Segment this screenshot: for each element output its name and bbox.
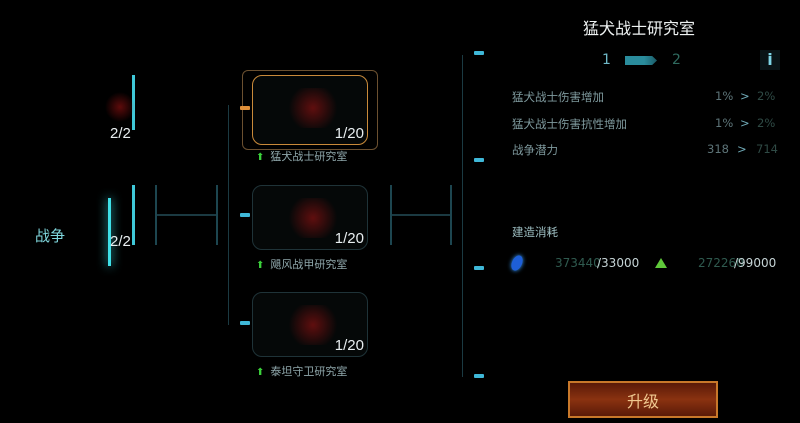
stat-arrow: > [740, 116, 750, 130]
output-connector-icon [474, 266, 484, 270]
upgrade-arrow-icon: ⬆ [256, 367, 265, 378]
node-name: ⬆ 泰坦守卫研究室 [256, 363, 347, 379]
output-connector-icon [474, 158, 484, 162]
titan-unit-image [278, 305, 348, 345]
cost-need: /99000 [734, 256, 777, 270]
stat-arrow: > [740, 89, 750, 103]
left-node-3[interactable] [105, 295, 135, 350]
cost-title: 建造消耗 [512, 225, 558, 239]
connector-right-h [392, 214, 452, 216]
hurricane-unit-image [278, 198, 348, 238]
cost-have: 373440 [555, 256, 601, 270]
stat-from: 318 [707, 142, 729, 156]
node-level: 1/20 [334, 337, 364, 354]
connector-left-h [157, 214, 217, 216]
left-node-2-level: 2/2 [110, 233, 131, 250]
node-name: ⬆ 飓风战甲研究室 [256, 256, 347, 272]
input-connector-icon [240, 321, 250, 325]
upgrade-button-label: 升级 [626, 391, 659, 411]
connector-left [155, 185, 157, 245]
node-name-text: 猛犬战士研究室 [270, 150, 348, 163]
mastiff-unit-image [278, 88, 348, 128]
category-war-label[interactable]: 战争 [35, 227, 66, 245]
selection-frame [242, 70, 378, 150]
level-arrow-icon [625, 56, 657, 65]
stat-to: 714 [756, 142, 778, 156]
stat-arrow: > [737, 142, 747, 156]
node-level: 1/20 [334, 230, 364, 247]
node-name-text: 飓风战甲研究室 [270, 258, 348, 271]
upgrade-arrow-icon: ⬆ [256, 152, 265, 163]
stat-label: 猛犬战士伤害抗性增加 [512, 117, 627, 131]
research-node-mastiff[interactable]: 1/20 [252, 75, 368, 145]
info-button[interactable]: i [760, 50, 780, 70]
stat-label: 猛犬战士伤害增加 [512, 90, 604, 104]
level-from: 1 [602, 52, 611, 68]
stat-from: 1% [715, 89, 734, 103]
stat-to: 2% [757, 89, 776, 103]
left-node-1-level: 2/2 [110, 125, 131, 142]
left-node-2[interactable] [105, 185, 135, 245]
left-node-2-selected-indicator [108, 198, 111, 266]
input-connector-icon [240, 213, 250, 217]
detail-title: 猛犬战士研究室 [583, 19, 696, 38]
level-to: 2 [672, 52, 681, 68]
stat-label: 战争潜力 [512, 143, 558, 157]
research-node-titan[interactable]: 1/20 [252, 292, 368, 357]
connector-right [390, 185, 392, 245]
upgrade-arrow-icon: ⬆ [256, 260, 265, 271]
node-name: ⬆ 猛犬战士研究室 [256, 148, 347, 164]
connector-spine [228, 105, 229, 325]
stat-from: 1% [715, 116, 734, 130]
output-connector-icon [474, 374, 484, 378]
stat-to: 2% [757, 116, 776, 130]
node-name-text: 泰坦守卫研究室 [270, 365, 348, 378]
green-ore-icon [655, 258, 667, 268]
research-node-hurricane[interactable]: 1/20 [252, 185, 368, 250]
connector-right2 [450, 185, 452, 245]
output-connector-icon [474, 51, 484, 55]
connector-left2 [216, 185, 218, 245]
node-level: 1/20 [334, 125, 364, 142]
connector-right-spine [462, 55, 463, 377]
left-node-1-image [105, 87, 135, 127]
upgrade-button[interactable]: 升级 [568, 381, 718, 418]
cost-need: /33000 [597, 256, 640, 270]
input-connector-icon [240, 106, 250, 110]
left-node-1[interactable] [105, 75, 135, 130]
blue-crystal-icon [509, 253, 525, 273]
cost-have: 272260 [698, 256, 744, 270]
